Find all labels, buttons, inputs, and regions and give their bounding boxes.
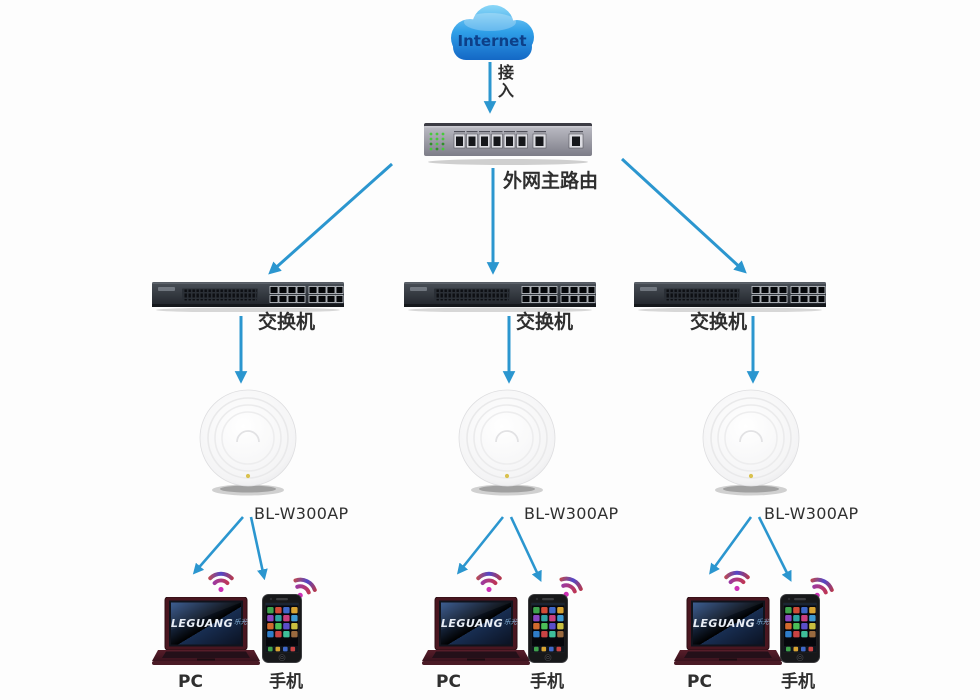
arrow-ap1-to-phone bbox=[249, 516, 268, 581]
switch-label-3: 交换机 bbox=[690, 311, 748, 333]
arrow-router-to-switch-3 bbox=[620, 157, 747, 274]
pc-label-3: PC bbox=[687, 672, 712, 692]
phone-label-3: 手机 bbox=[781, 672, 815, 692]
laptop-device-2 bbox=[421, 597, 531, 666]
wifi-icon bbox=[724, 570, 750, 593]
router-label: 外网主路由 bbox=[503, 170, 599, 192]
ap-label-3: BL-W300AP bbox=[764, 504, 859, 523]
phone-device-2 bbox=[528, 594, 568, 663]
wifi-icon bbox=[208, 571, 234, 594]
phone-label-1: 手机 bbox=[269, 672, 303, 692]
laptop-device-1 bbox=[151, 597, 261, 666]
ap-device-3 bbox=[702, 389, 800, 497]
arrow-ap2-to-phone bbox=[509, 516, 542, 582]
switch-label-1: 交换机 bbox=[258, 311, 316, 333]
switch-device-1 bbox=[152, 282, 344, 312]
arrow-ap3-to-phone bbox=[757, 516, 792, 582]
ap-label-1: BL-W300AP bbox=[254, 504, 349, 523]
ap-label-2: BL-W300AP bbox=[524, 504, 619, 523]
phone-device-3 bbox=[780, 594, 820, 663]
laptop-device-3 bbox=[673, 597, 783, 666]
arrow-router-to-switch-1 bbox=[268, 162, 393, 275]
ap-device-1 bbox=[199, 389, 297, 497]
phone-label-2: 手机 bbox=[530, 672, 564, 692]
pc-label-2: PC bbox=[436, 672, 461, 692]
switch-label-2: 交换机 bbox=[516, 311, 574, 333]
wifi-icon bbox=[476, 571, 502, 594]
switch-device-2 bbox=[404, 282, 596, 312]
phone-device-1 bbox=[262, 594, 302, 663]
internet-label: Internet bbox=[457, 32, 526, 50]
switch-device-3 bbox=[634, 282, 826, 312]
internet-cloud: Internet bbox=[451, 5, 534, 60]
pc-label-1: PC bbox=[178, 672, 203, 692]
ap-device-2 bbox=[458, 389, 556, 497]
access-label: 接入 bbox=[498, 63, 515, 101]
router-device bbox=[424, 122, 592, 166]
